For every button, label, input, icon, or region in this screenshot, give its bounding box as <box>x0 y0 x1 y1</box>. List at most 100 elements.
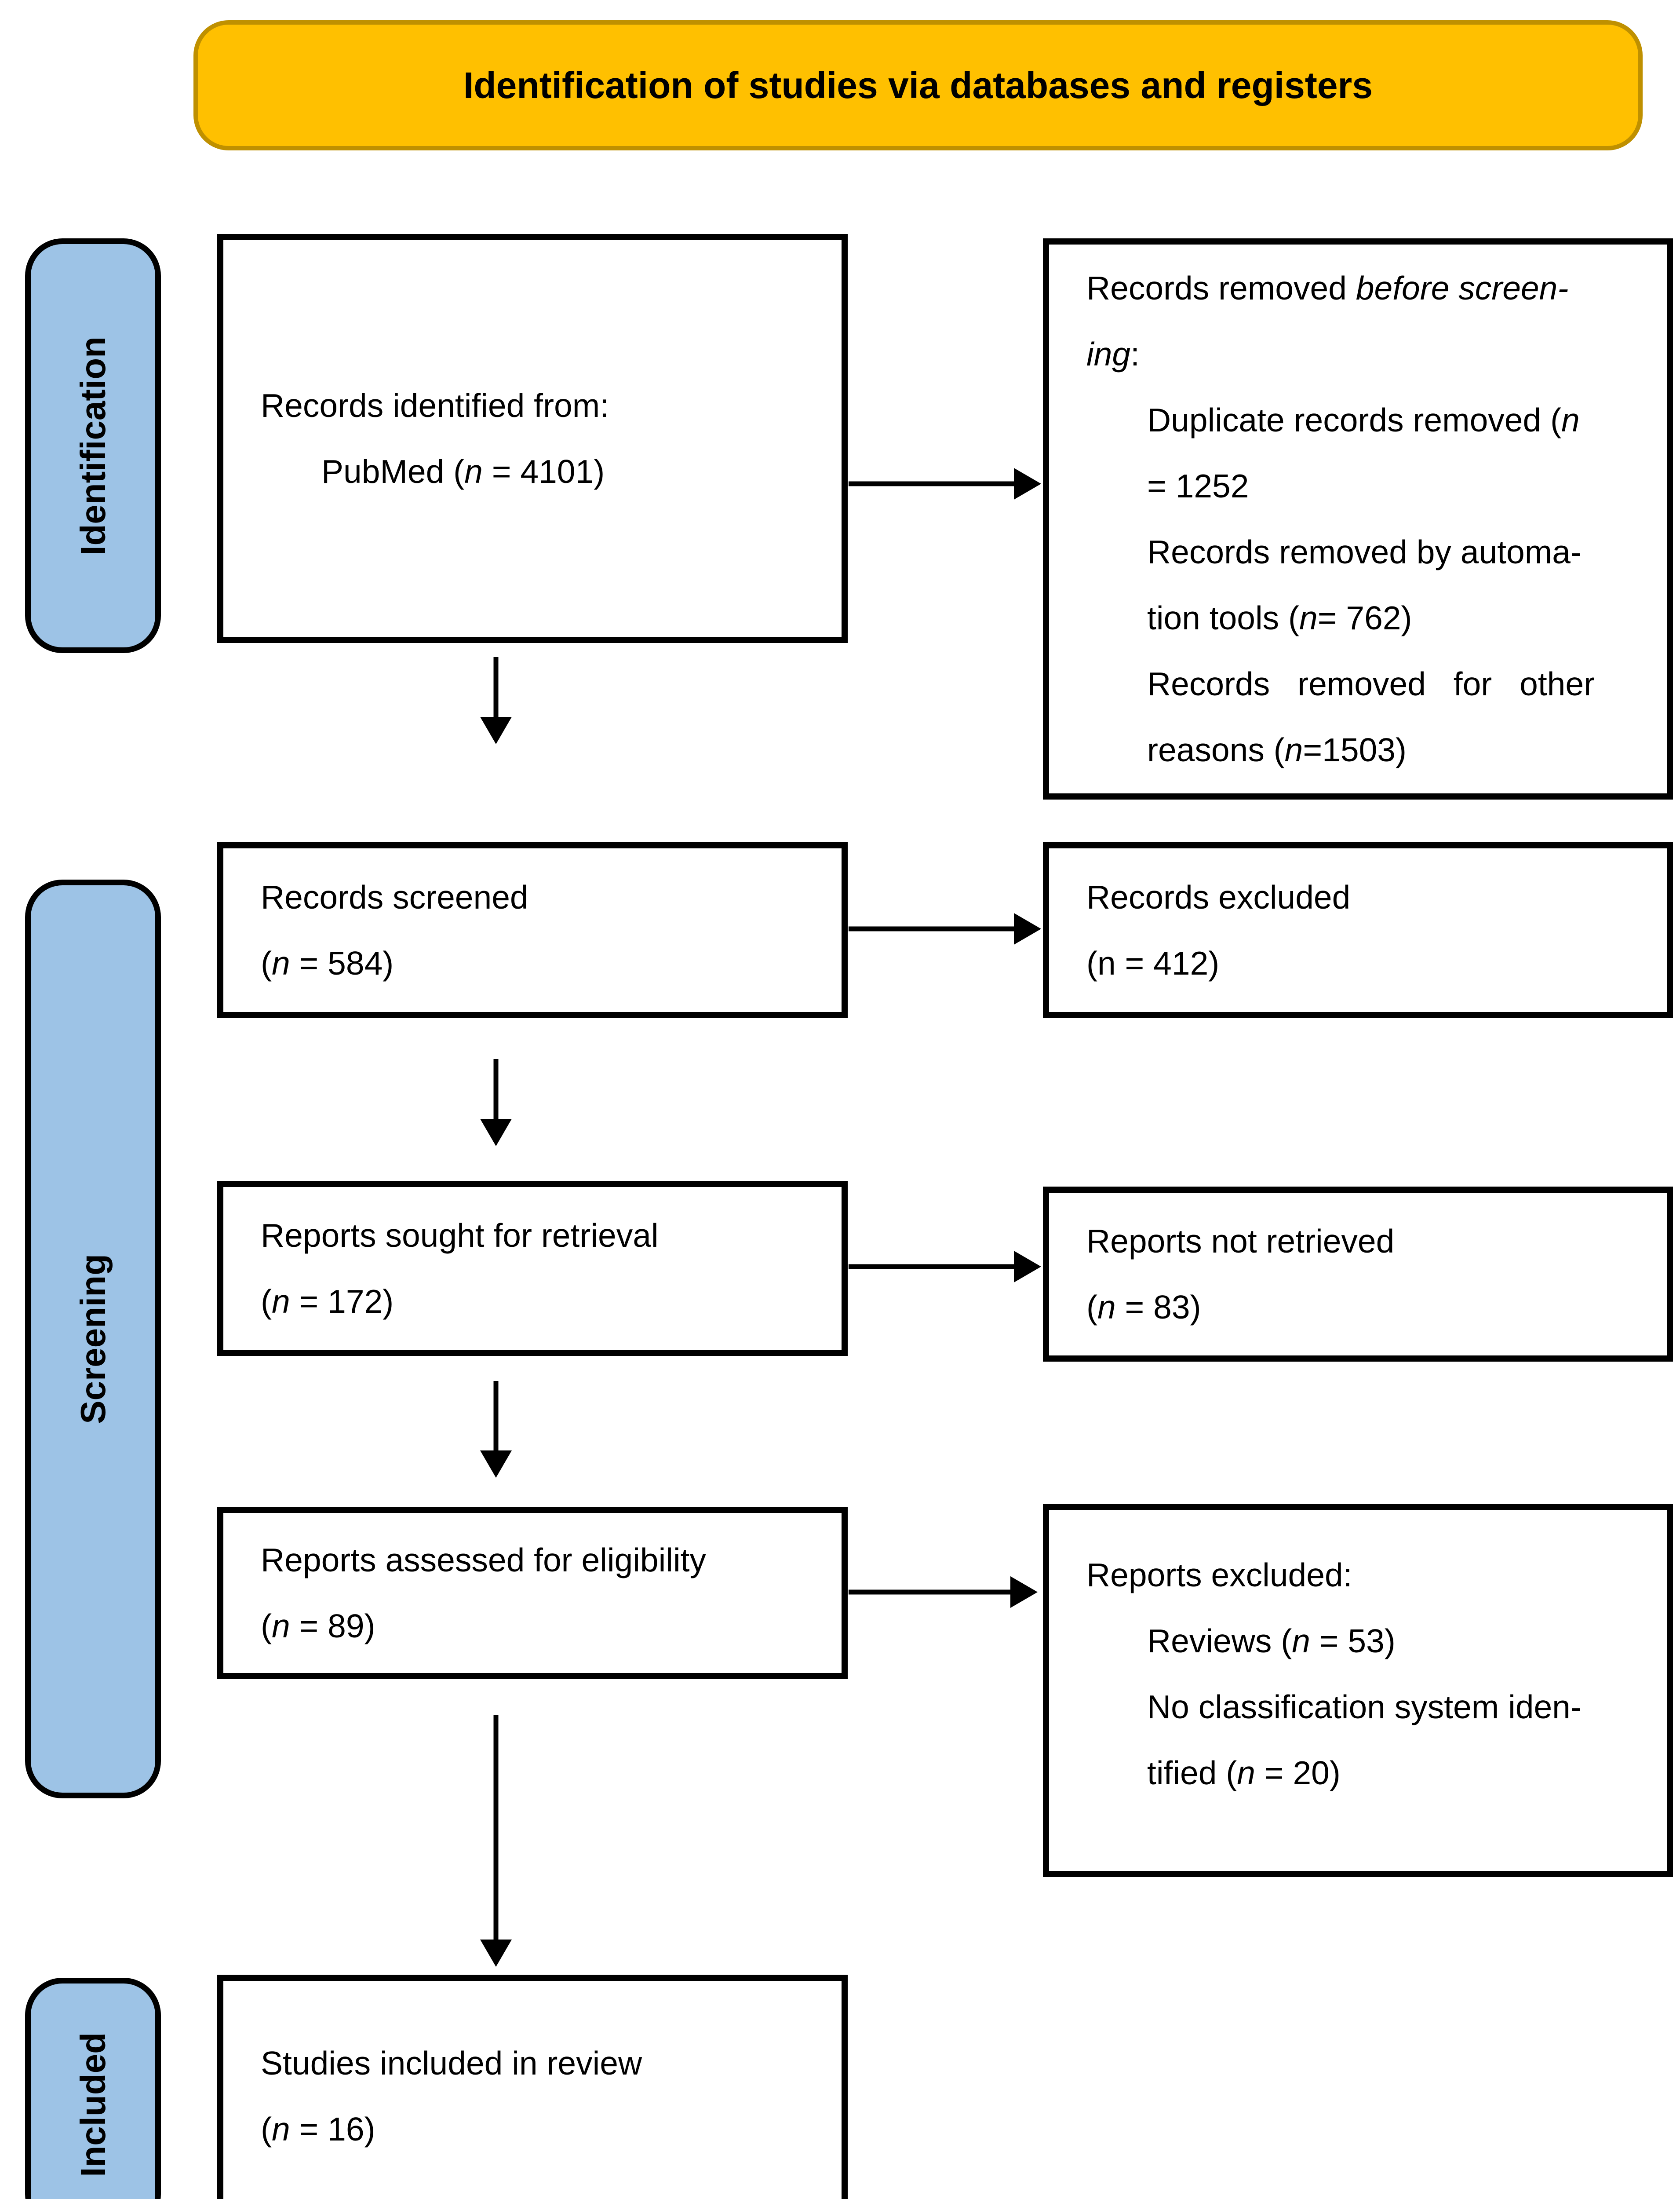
stage-identification: Identification <box>25 238 161 653</box>
text-line: Records removed for other <box>1086 651 1640 717</box>
text-segment-italic: n <box>271 2111 290 2148</box>
text-segment: No classification system iden- <box>1147 1688 1582 1725</box>
arrow-screened-to-sought <box>480 1059 512 1146</box>
text-line: tified (n = 20) <box>1086 1740 1640 1806</box>
text-segment: reasons ( <box>1147 731 1285 768</box>
arrow-identified-to-screened <box>480 657 512 744</box>
stage-included: Included <box>25 1978 161 2199</box>
text-line: Records removed by automa- <box>1086 519 1640 585</box>
box-records-identified: Records identified from: PubMed (n = 4101… <box>217 234 848 643</box>
text-segment-italic: n <box>271 1607 290 1644</box>
text-segment: ( <box>261 945 272 982</box>
text-segment: = 83) <box>1115 1289 1201 1326</box>
text-segment: = 1252 <box>1147 468 1249 504</box>
text-segment: = 20) <box>1255 1754 1341 1791</box>
text-segment: Reviews ( <box>1147 1622 1292 1659</box>
text-segment: = 762) <box>1317 599 1412 636</box>
box-records-removed-before-screening: Records removed before screen-ing:Duplic… <box>1043 238 1673 800</box>
box-reports-excluded: Reports excluded:Reviews (n = 53)No clas… <box>1043 1504 1673 1877</box>
text-line: = 1252 <box>1086 453 1640 519</box>
text-segment: = 53) <box>1310 1622 1396 1659</box>
text-segment: Duplicate records removed ( <box>1147 402 1562 438</box>
text-line: Duplicate records removed (n <box>1086 387 1640 453</box>
text-segment: Studies included in review <box>261 2045 642 2082</box>
text-segment-italic: n <box>271 945 290 982</box>
arrow-assessed-to-included <box>480 1715 512 1967</box>
text-segment: tified ( <box>1147 1754 1237 1791</box>
text-segment-italic: ing <box>1086 336 1131 373</box>
text-segment-italic: n <box>271 1283 290 1320</box>
text-segment: Reports not retrieved <box>1086 1223 1395 1260</box>
text-segment: Reports assessed for eligibility <box>261 1541 706 1578</box>
text-segment: Records identified from: <box>261 387 609 424</box>
arrowhead-icon <box>1014 913 1041 945</box>
text-line: (n = 172) <box>261 1268 815 1334</box>
text-segment-italic: n <box>1284 731 1303 768</box>
arrow-assessed-to-reports-excluded <box>849 1576 1038 1608</box>
text-segment: = 584) <box>290 945 394 982</box>
text-segment: =1503) <box>1303 731 1407 768</box>
text-segment-italic: n <box>464 453 483 490</box>
text-segment: : <box>1130 336 1140 373</box>
box-reports-sought: Reports sought for retrieval (n = 172) <box>217 1181 848 1356</box>
text-line: No classification system iden- <box>1086 1674 1640 1740</box>
text-segment: = 4101) <box>482 453 605 490</box>
text-segment: (n = 412) <box>1086 945 1220 982</box>
text-segment-italic: n <box>1292 1622 1310 1659</box>
box-reports-assessed: Reports assessed for eligibility (n = 89) <box>217 1507 848 1679</box>
text-line: (n = 83) <box>1086 1274 1640 1340</box>
text-segment: ( <box>261 1283 272 1320</box>
text-line: Records removed before screen- <box>1086 255 1640 321</box>
text-line: (n = 584) <box>261 930 815 996</box>
text-segment: Records screened <box>261 879 528 916</box>
arrowhead-icon <box>480 1119 512 1146</box>
text-segment: = 89) <box>290 1607 375 1644</box>
arrowhead-icon <box>1010 1576 1038 1608</box>
text-line: Studies included in review <box>261 2030 815 2096</box>
text-segment-italic: n <box>1561 402 1580 438</box>
text-segment: = 172) <box>290 1283 394 1320</box>
text-segment-italic: n <box>1097 1289 1116 1326</box>
arrow-identified-to-removed <box>849 468 1041 500</box>
text-segment: Records removed <box>1086 270 1356 307</box>
stage-screening: Screening <box>25 880 161 1798</box>
text-segment: Records removed by automa- <box>1147 533 1582 570</box>
text-line: Reviews (n = 53) <box>1086 1608 1640 1674</box>
text-segment: Reports excluded: <box>1086 1556 1352 1593</box>
text-segment: tion tools ( <box>1147 599 1299 636</box>
text-line: Reports not retrieved <box>1086 1208 1640 1274</box>
text-segment: ( <box>1086 1289 1097 1326</box>
text-segment-italic: n <box>1299 599 1318 636</box>
text-line: Reports assessed for eligibility <box>261 1527 815 1593</box>
text-line: tion tools (n= 762) <box>1086 585 1640 651</box>
text-segment: ( <box>261 2111 272 2148</box>
text-segment: Records excluded <box>1086 879 1351 916</box>
box-reports-not-retrieved: Reports not retrieved (n = 83) <box>1043 1187 1673 1362</box>
text-segment: = 16) <box>290 2111 375 2148</box>
text-segment: Reports sought for retrieval <box>261 1217 659 1254</box>
arrowhead-icon <box>1014 468 1041 500</box>
text-line: Records identified from: <box>261 373 815 438</box>
text-segment: ( <box>261 1607 272 1644</box>
text-segment: PubMed ( <box>321 453 465 490</box>
arrowhead-icon <box>480 1940 512 1967</box>
text-line: (n = 16) <box>261 2096 815 2162</box>
stage-identification-label: Identification <box>73 336 113 555</box>
stage-included-label: Included <box>73 2032 113 2177</box>
arrowhead-icon <box>480 1450 512 1478</box>
arrowhead-icon <box>1014 1251 1041 1282</box>
box-records-excluded: Records excluded (n = 412) <box>1043 842 1673 1018</box>
text-line: (n = 89) <box>261 1593 815 1659</box>
box-studies-included: Studies included in review (n = 16) <box>217 1975 848 2199</box>
text-segment-italic: n <box>1237 1754 1255 1791</box>
title-banner-label: Identification of studies via databases … <box>463 64 1373 106</box>
arrow-sought-to-not-retrieved <box>849 1251 1041 1282</box>
box-records-screened: Records screened (n = 584) <box>217 842 848 1018</box>
text-line: reasons (n=1503) <box>1086 717 1640 783</box>
text-line: Reports excluded: <box>1086 1542 1640 1608</box>
text-line: (n = 412) <box>1086 930 1640 996</box>
text-line: Records screened <box>261 864 815 930</box>
arrowhead-icon <box>480 717 512 744</box>
text-line: PubMed (n = 4101) <box>261 438 815 504</box>
